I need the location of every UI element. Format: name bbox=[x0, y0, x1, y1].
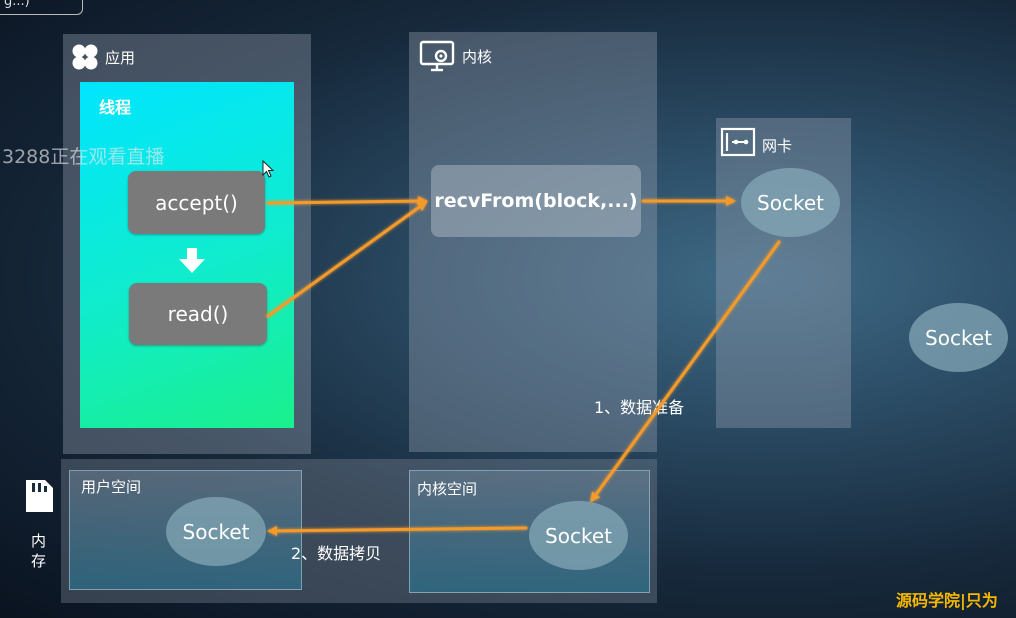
read-button[interactable]: read() bbox=[129, 283, 267, 345]
recvfrom-label: recvFrom(block,...) bbox=[434, 190, 638, 212]
app-label: 应用 bbox=[105, 49, 136, 67]
floating-socket: Socket bbox=[909, 303, 1008, 372]
memory-label-line2: 存 bbox=[31, 552, 47, 570]
user-space-socket: Socket bbox=[166, 497, 266, 566]
kernel-space-label: 内核空间 bbox=[417, 480, 478, 498]
kernel-panel bbox=[409, 32, 657, 452]
network-card-icon bbox=[720, 126, 756, 158]
recvfrom-box: recvFrom(block,...) bbox=[431, 165, 641, 237]
step-prepare-label: 1、数据准备 bbox=[594, 398, 685, 417]
kernel-space-socket: Socket bbox=[529, 501, 628, 570]
nic-label: 网卡 bbox=[762, 137, 793, 155]
top-left-fragment: g...) bbox=[0, 0, 83, 15]
memory-label-line1: 内 bbox=[31, 532, 47, 550]
arrow-down-icon bbox=[178, 248, 206, 274]
watermark-text: 源码学院|只为 bbox=[896, 591, 998, 610]
mouse-cursor-icon bbox=[262, 159, 276, 178]
kernel-label: 内核 bbox=[462, 48, 493, 66]
watermark: 源码学院|只为 bbox=[896, 584, 1016, 618]
kernel-gear-icon bbox=[419, 39, 455, 73]
thread-label: 线程 bbox=[99, 98, 132, 117]
memory-card-icon bbox=[23, 478, 55, 514]
nic-socket: Socket bbox=[741, 168, 840, 237]
viewer-count-overlay: 3288正在观看直播 bbox=[2, 146, 165, 168]
app-grid-icon bbox=[70, 42, 100, 72]
user-space-label: 用户空间 bbox=[81, 478, 142, 496]
nic-panel bbox=[716, 118, 851, 428]
accept-button[interactable]: accept() bbox=[128, 171, 265, 234]
step-copy-label: 2、数据拷贝 bbox=[291, 544, 382, 563]
